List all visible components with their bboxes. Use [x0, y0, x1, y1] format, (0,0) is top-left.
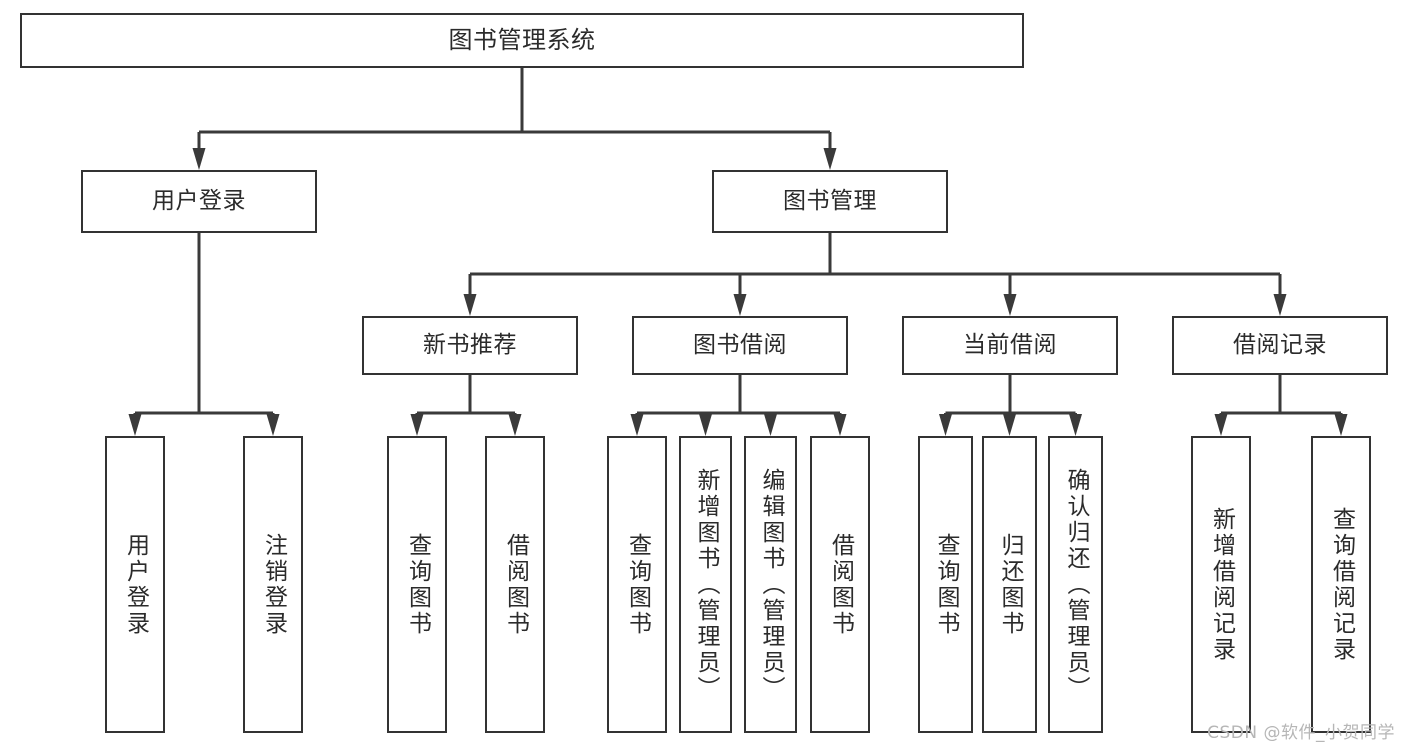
- node-label-leaf-query-book-3: 查询图书: [933, 532, 959, 637]
- node-leaf-confirm-return-admin[interactable]: 确认归还（管理员）: [1048, 436, 1103, 733]
- node-label-leaf-confirm-return-admin: 确认归还（管理员）: [1063, 467, 1089, 702]
- node-book-management[interactable]: 图书管理: [712, 170, 948, 233]
- node-leaf-borrow-book-1[interactable]: 借阅图书: [485, 436, 545, 733]
- node-label-book-management: 图书管理: [783, 188, 877, 215]
- node-leaf-query-book-3[interactable]: 查询图书: [918, 436, 973, 733]
- node-label-borrow-record: 借阅记录: [1233, 332, 1327, 359]
- node-leaf-add-book-admin[interactable]: 新增图书（管理员）: [679, 436, 732, 733]
- node-leaf-logout-login[interactable]: 注销登录: [243, 436, 303, 733]
- arrowhead-new-book-recommend: [463, 294, 477, 316]
- arrowhead-leaf-add-book-admin: [699, 414, 712, 436]
- node-leaf-return-book[interactable]: 归还图书: [982, 436, 1037, 733]
- arrowhead-current-borrow: [1003, 294, 1017, 316]
- arrowhead-book-borrow: [733, 294, 747, 316]
- node-label-leaf-borrow-book-1: 借阅图书: [502, 532, 529, 637]
- node-leaf-add-borrow-record[interactable]: 新增借阅记录: [1191, 436, 1251, 733]
- node-label-leaf-user-login: 用户登录: [122, 532, 149, 637]
- arrowhead-leaf-query-book-2: [630, 414, 644, 436]
- node-leaf-borrow-book-2[interactable]: 借阅图书: [810, 436, 870, 733]
- node-label-leaf-return-book: 归还图书: [997, 532, 1023, 637]
- node-book-borrow[interactable]: 图书借阅: [632, 316, 848, 375]
- node-label-leaf-query-borrow-record: 查询借阅记录: [1328, 506, 1355, 663]
- arrowhead-leaf-borrow-book-1: [508, 414, 522, 436]
- arrowhead-leaf-user-login: [128, 414, 142, 436]
- node-current-borrow[interactable]: 当前借阅: [902, 316, 1118, 375]
- node-borrow-record[interactable]: 借阅记录: [1172, 316, 1388, 375]
- arrowhead-book-management: [823, 148, 837, 170]
- arrowhead-leaf-return-book: [1003, 414, 1016, 436]
- node-root[interactable]: 图书管理系统: [20, 13, 1024, 68]
- arrowhead-leaf-confirm-return-admin: [1069, 414, 1082, 436]
- arrowhead-user-login: [192, 148, 206, 170]
- node-user-login[interactable]: 用户登录: [81, 170, 317, 233]
- node-leaf-user-login[interactable]: 用户登录: [105, 436, 165, 733]
- node-new-book-recommend[interactable]: 新书推荐: [362, 316, 578, 375]
- node-label-leaf-add-borrow-record: 新增借阅记录: [1208, 506, 1235, 663]
- arrowhead-leaf-query-book-3: [939, 414, 952, 436]
- watermark-label: CSDN @软件_小贺同学: [1207, 723, 1395, 743]
- node-label-new-book-recommend: 新书推荐: [423, 332, 517, 359]
- node-label-leaf-add-book-admin: 新增图书（管理员）: [693, 467, 719, 702]
- arrowhead-leaf-query-borrow-record: [1334, 414, 1348, 436]
- arrowhead-borrow-record: [1273, 294, 1287, 316]
- node-label-leaf-logout-login: 注销登录: [260, 532, 287, 637]
- arrowhead-leaf-logout-login: [266, 414, 280, 436]
- node-label-book-borrow: 图书借阅: [693, 332, 787, 359]
- node-leaf-query-book-2[interactable]: 查询图书: [607, 436, 667, 733]
- node-label-leaf-query-book-1: 查询图书: [404, 532, 431, 637]
- arrowhead-leaf-query-book-1: [410, 414, 424, 436]
- node-label-user-login: 用户登录: [152, 188, 246, 215]
- node-label-current-borrow: 当前借阅: [963, 332, 1057, 359]
- node-leaf-query-borrow-record[interactable]: 查询借阅记录: [1311, 436, 1371, 733]
- arrowhead-leaf-borrow-book-2: [833, 414, 847, 436]
- arrowhead-leaf-edit-book-admin: [764, 414, 777, 436]
- node-label-root: 图书管理系统: [448, 25, 596, 54]
- node-label-leaf-edit-book-admin: 编辑图书（管理员）: [758, 467, 784, 702]
- node-leaf-query-book-1[interactable]: 查询图书: [387, 436, 447, 733]
- node-label-leaf-borrow-book-2: 借阅图书: [827, 532, 854, 637]
- node-leaf-edit-book-admin[interactable]: 编辑图书（管理员）: [744, 436, 797, 733]
- arrowhead-leaf-add-borrow-record: [1214, 414, 1228, 436]
- node-label-leaf-query-book-2: 查询图书: [624, 532, 651, 637]
